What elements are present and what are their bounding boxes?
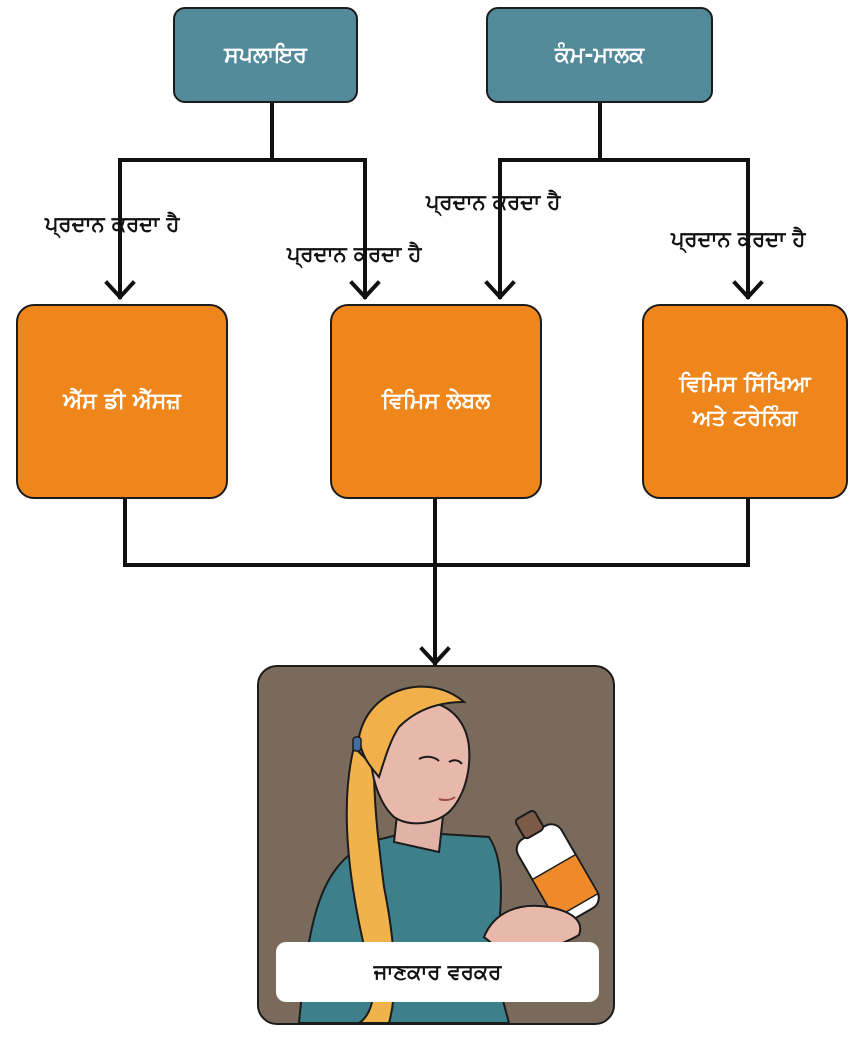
node-supplier: ਸਪਲਾਇਰ [173,7,358,103]
worker-label-box: ਜਾਣਕਾਰ ਵਰਕਰ [276,942,599,1002]
node-sds: ਐੱਸ ਡੀ ਐੱਸਜ਼ [16,304,228,499]
edge-label-supplier-sds: ਪ੍ਰਦਾਨ ਕਰਦਾ ਹੈ [45,212,180,236]
employer-connector [498,101,750,299]
edge-label-employer-label: ਪ੍ਰਦਾਨ ਕਰਦਾ ਹੈ [426,190,561,214]
edge-label-employer-training: ਪ੍ਰਦਾਨ ਕਰਦਾ ਹੈ [671,227,806,251]
edge-label-supplier-label: ਪ੍ਰਦਾਨ ਕਰਦਾ ਹੈ [287,242,422,266]
node-worker: ਜਾਣਕਾਰ ਵਰਕਰ [257,665,615,1025]
node-whmis-training-line2: ਅਤੇ ਟਰੇਨਿੰਗ [692,405,798,431]
node-whmis-training: ਵਿਮਿਸ ਸਿੱਖਿਆ ਅਤੇ ਟਰੇਨਿੰਗ [642,304,848,499]
node-worker-label: ਜਾਣਕਾਰ ਵਰਕਰ [373,959,502,984]
merge-connector [123,496,750,665]
supplier-connector [118,101,367,299]
node-employer: ਕੰਮ-ਮਾਲਕ [486,7,713,103]
arrow-to-sds [104,280,136,300]
arrow-to-label-left [349,280,381,300]
arrow-to-label-right [484,280,516,300]
arrow-to-training [732,280,764,300]
node-sds-label: ਐੱਸ ਡੀ ਐੱਸਜ਼ [63,388,181,414]
arrow-to-worker [419,646,451,666]
node-whmis-training-line1: ਵਿਮਿਸ ਸਿੱਖਿਆ [679,371,811,397]
node-employer-label: ਕੰਮ-ਮਾਲਕ [554,42,645,68]
node-whmis-label-text: ਵਿਮਿਸ ਲੇਬਲ [381,388,491,414]
node-whmis-label: ਵਿਮਿਸ ਲੇਬਲ [330,304,542,499]
node-supplier-label: ਸਪਲਾਇਰ [224,42,307,68]
